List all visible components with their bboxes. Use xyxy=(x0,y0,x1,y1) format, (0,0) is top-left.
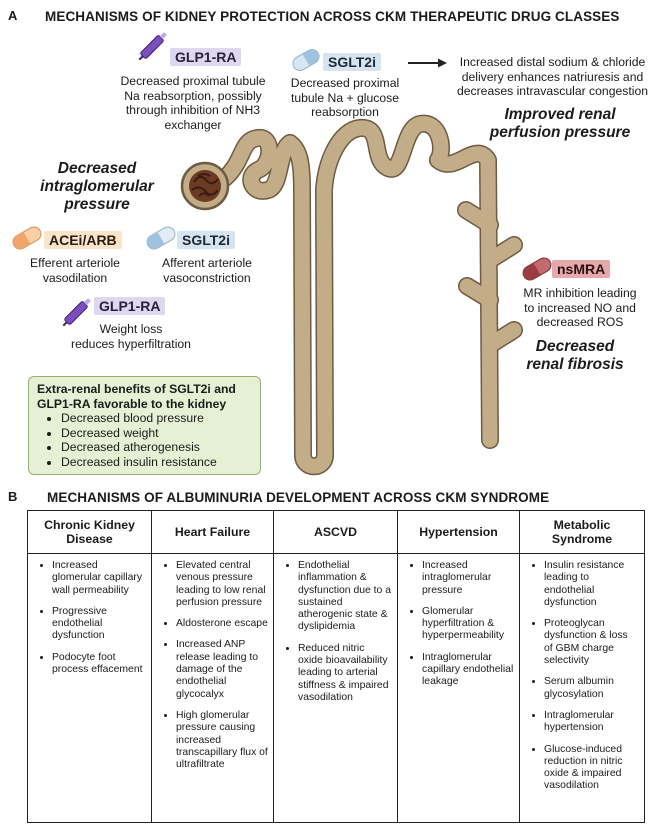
list-item: Progressive endothelial dysfunction xyxy=(52,606,146,643)
arrow-right-icon xyxy=(408,58,447,68)
glp1-ra-label: GLP1-RA xyxy=(170,48,242,66)
mra-tag: nsMRA xyxy=(552,260,611,278)
table-header-row: Chronic Kidney Disease Heart Failure ASC… xyxy=(27,510,645,554)
mechanism-list: Elevated central venous pressure leading… xyxy=(154,560,268,771)
list-item: Endothelial inflammation & dysfunction d… xyxy=(298,560,392,634)
distal-desc: Increased distal sodium & chloride deliv… xyxy=(456,55,649,98)
extra-renal-benefits-box: Extra-renal benefits of SGLT2i and GLP1-… xyxy=(28,376,261,475)
glp1-mid-tag: GLP1-RA xyxy=(94,297,166,315)
list-item: Proteoglycan dysfunction & loss of GBM c… xyxy=(544,618,639,667)
extra-renal-list: Decreased blood pressure Decreased weigh… xyxy=(37,411,252,469)
list-item: Intraglomerular capillary endothelial le… xyxy=(422,652,514,689)
ace-tag: ACEi/ARB xyxy=(44,231,122,249)
list-item: Intraglomerular hypertension xyxy=(544,710,639,735)
nephron-icon xyxy=(12,32,552,476)
extra-renal-header: Extra-renal benefits of SGLT2i and GLP1-… xyxy=(37,382,236,411)
tubule-segment xyxy=(430,146,498,448)
capsule-icon xyxy=(146,226,176,250)
column-header: Metabolic Syndrome xyxy=(519,510,645,554)
albuminuria-table: Chronic Kidney Disease Heart Failure ASC… xyxy=(27,510,645,823)
capsule-icon xyxy=(12,226,42,250)
ace-desc: Efferent arteriole vasodilation xyxy=(30,256,120,285)
list-item: Decreased blood pressure xyxy=(61,411,252,426)
panel-a-letter: A xyxy=(8,8,18,23)
panel-b-title: MECHANISMS OF ALBUMINURIA DEVELOPMENT AC… xyxy=(47,490,550,505)
list-item: High glomerular pressure causing increas… xyxy=(176,710,268,771)
column-header: Chronic Kidney Disease xyxy=(27,510,152,554)
capsule-icon xyxy=(292,49,320,71)
panel-a-title: MECHANISMS OF KIDNEY PROTECTION ACROSS C… xyxy=(45,9,620,24)
pen-injector-icon xyxy=(138,32,167,61)
albuminuria-table-wrapper: Chronic Kidney Disease Heart Failure ASC… xyxy=(27,510,645,823)
intraglomerular-outcome: Decreased intraglomerular pressure xyxy=(40,160,154,213)
table-cell: Elevated central venous pressure leading… xyxy=(151,553,274,823)
list-item: Insulin resistance leading to endothelia… xyxy=(544,560,639,609)
sglt2i-label: SGLT2i xyxy=(177,231,235,249)
sglt2-mid-desc: Afferent arteriole vasoconstriction xyxy=(162,256,252,285)
column-header: Hypertension xyxy=(397,510,520,554)
sglt2-mid-tag: SGLT2i xyxy=(177,231,235,249)
tubule-segment xyxy=(217,130,298,199)
table-cell: Insulin resistance leading to endothelia… xyxy=(519,553,645,823)
tubule-segment xyxy=(458,202,522,353)
list-item: Elevated central venous pressure leading… xyxy=(176,560,268,609)
list-item: Reduced nitric oxide bioavailability lea… xyxy=(298,643,392,704)
list-item: Podocyte foot process effacement xyxy=(52,652,146,677)
glp1-top-desc: Decreased proximal tubule Na reabsorptio… xyxy=(120,74,266,132)
panel-b-letter: B xyxy=(8,489,18,504)
list-item: Decreased weight xyxy=(61,426,252,441)
list-item: Serum albumin glycosylation xyxy=(544,676,639,701)
tubule-segment xyxy=(282,135,333,474)
glp1-top-tag: GLP1-RA xyxy=(170,48,242,66)
table-cell: Increased glomerular capillary wall perm… xyxy=(27,553,152,823)
glomerulus-icon xyxy=(180,161,230,211)
glp1-mid-desc: Weight loss reduces hyperfiltration xyxy=(71,322,191,351)
list-item: Glucose-induced reduction in nitric oxid… xyxy=(544,744,639,793)
glp1-ra-label: GLP1-RA xyxy=(94,297,166,315)
capsule-icon xyxy=(522,257,552,281)
renal-fibrosis-outcome: Decreased renal fibrosis xyxy=(526,338,624,373)
column-header: ASCVD xyxy=(273,510,398,554)
mechanism-list: Increased glomerular capillary wall perm… xyxy=(30,560,146,676)
list-item: Aldosterone escape xyxy=(176,618,268,630)
list-item: Decreased atherogenesis xyxy=(61,440,252,455)
mechanism-list: Endothelial inflammation & dysfunction d… xyxy=(276,560,392,704)
sglt2-top-tag: SGLT2i xyxy=(323,53,381,71)
tubule-segment xyxy=(316,116,449,198)
acei-arb-label: ACEi/ARB xyxy=(44,231,122,249)
table-row: Increased glomerular capillary wall perm… xyxy=(27,553,645,823)
list-item: Increased ANP release leading to damage … xyxy=(176,639,268,700)
sglt2-top-desc: Decreased proximal tubule Na + glucose r… xyxy=(290,76,400,119)
renal-perfusion-outcome: Improved renal perfusion pressure xyxy=(489,106,631,141)
column-header: Heart Failure xyxy=(151,510,274,554)
table-cell: Increased intraglomerular pressureGlomer… xyxy=(397,553,520,823)
mra-desc: MR inhibition leading to increased NO an… xyxy=(523,286,637,329)
mechanism-list: Increased intraglomerular pressureGlomer… xyxy=(400,560,514,689)
list-item: Increased glomerular capillary wall perm… xyxy=(52,560,146,597)
list-item: Glomerular hyperfiltration & hyperpermea… xyxy=(422,606,514,643)
sglt2i-label: SGLT2i xyxy=(323,53,381,71)
mechanism-list: Insulin resistance leading to endothelia… xyxy=(522,560,639,793)
list-item: Increased intraglomerular pressure xyxy=(422,560,514,597)
list-item: Decreased insulin resistance xyxy=(61,455,252,470)
nsmra-label: nsMRA xyxy=(552,260,611,278)
table-cell: Endothelial inflammation & dysfunction d… xyxy=(273,553,398,823)
pen-injector-icon xyxy=(62,298,91,327)
